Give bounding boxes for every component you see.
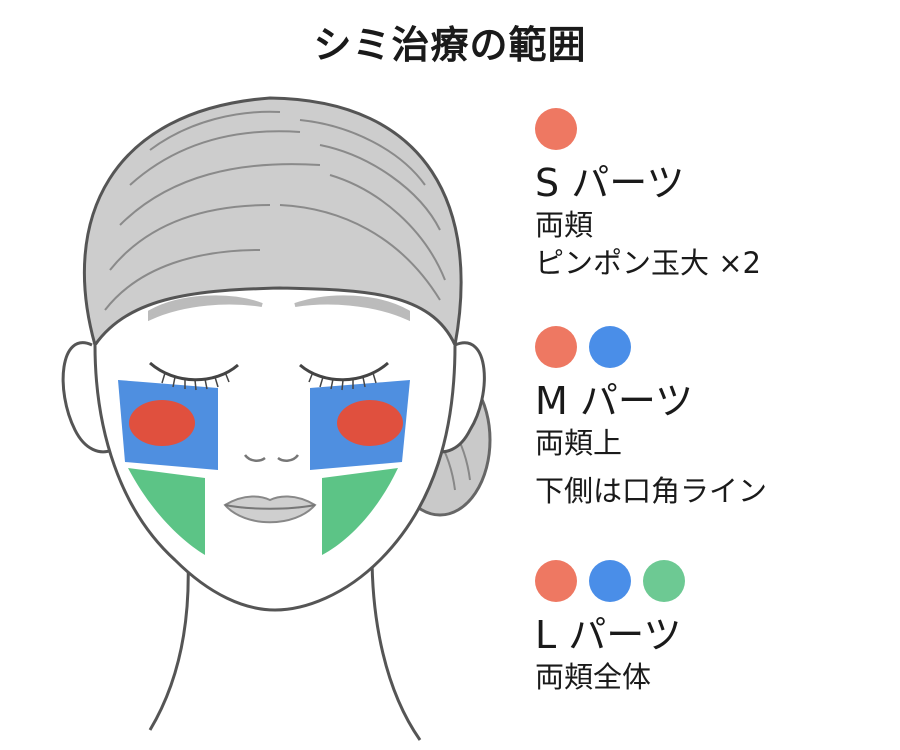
part-desc-s-1: 両頬 — [535, 208, 594, 242]
red-dot — [535, 560, 577, 602]
left-eyebrow — [148, 295, 263, 322]
part-desc-s-2: ピンポン玉大 ×2 — [535, 246, 761, 280]
left-eye — [149, 361, 239, 382]
region-red-right — [337, 400, 403, 446]
left-ear — [61, 341, 113, 454]
part-name-l: L パーツ — [535, 613, 682, 657]
legend-m-part: M パーツ 両頬上 下側は口角ライン — [535, 326, 767, 510]
legend-dots — [535, 326, 767, 368]
legend-l-part: L パーツ 両頬全体 — [535, 560, 685, 696]
right-eye — [299, 361, 389, 382]
right-eyebrow — [294, 295, 410, 322]
part-desc-l-1: 両頬全体 — [535, 660, 652, 694]
page-title: シミ治療の範囲 — [313, 23, 587, 67]
legend-dots — [535, 108, 761, 150]
hair — [82, 96, 463, 350]
region-green-left — [128, 468, 205, 555]
part-desc-m-1: 両頬上 — [535, 426, 623, 460]
part-name-s: S パーツ — [535, 161, 685, 205]
red-dot — [535, 108, 577, 150]
part-name-m: M パーツ — [535, 379, 694, 423]
region-green-right — [322, 468, 398, 555]
red-dot — [535, 326, 577, 368]
blue-dot — [589, 560, 631, 602]
legend-s-part: S パーツ 両頬 ピンポン玉大 ×2 — [535, 108, 761, 282]
neck-outline — [148, 554, 422, 741]
region-red-left — [129, 400, 195, 446]
nose — [243, 454, 300, 462]
part-desc-m-2: 下側は口角ライン — [535, 474, 768, 508]
blue-dot — [589, 326, 631, 368]
legend-dots — [535, 560, 685, 602]
green-dot — [643, 560, 685, 602]
